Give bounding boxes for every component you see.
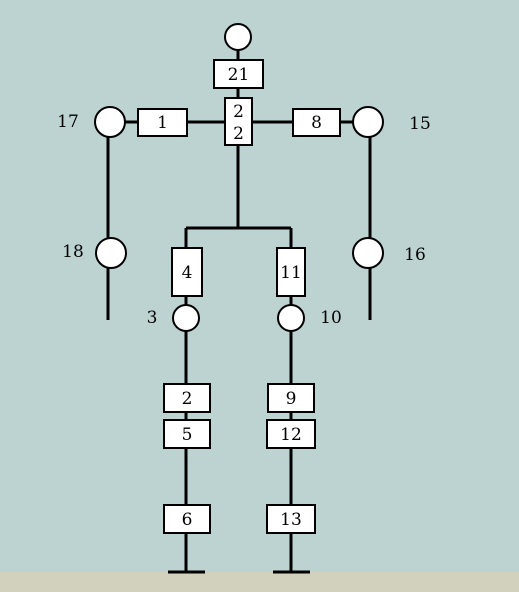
joint-label-17: 17 xyxy=(57,112,79,132)
segment-label-2: 2 xyxy=(182,389,193,409)
segment-label-6: 6 xyxy=(182,510,193,530)
segment-box-12 xyxy=(266,419,316,449)
segment-box-8 xyxy=(292,108,341,137)
joint-label-10: 10 xyxy=(320,308,342,328)
left-shoulder-joint xyxy=(94,106,126,138)
right-shoulder-joint xyxy=(352,106,384,138)
segment-label-22-bottom: 2 xyxy=(233,124,244,144)
joint-label-18: 18 xyxy=(62,242,84,262)
segment-box-6 xyxy=(163,504,211,534)
segment-label-12: 12 xyxy=(280,425,302,445)
joint-label-16: 16 xyxy=(404,245,426,265)
segment-box-1 xyxy=(137,108,188,137)
joint-label-15: 15 xyxy=(409,114,431,134)
segment-box-5 xyxy=(163,419,211,449)
segment-box-9 xyxy=(267,383,315,413)
segment-box-13 xyxy=(266,504,316,534)
right-elbow-joint xyxy=(352,237,384,269)
segment-box-11 xyxy=(276,247,306,297)
segment-label-13: 13 xyxy=(280,510,302,530)
segment-label-9: 9 xyxy=(286,389,297,409)
joint-label-3: 3 xyxy=(147,308,158,328)
segment-label-22-top: 2 xyxy=(233,102,244,122)
head-joint xyxy=(224,23,252,51)
segment-label-8: 8 xyxy=(311,113,322,133)
right-knee-joint xyxy=(277,304,305,332)
segment-box-22 xyxy=(224,97,253,146)
segment-label-4: 4 xyxy=(182,263,193,283)
segment-box-4 xyxy=(171,247,203,297)
left-elbow-joint xyxy=(95,237,127,269)
segment-label-1: 1 xyxy=(157,113,168,133)
left-knee-joint xyxy=(172,304,200,332)
segment-label-5: 5 xyxy=(182,425,193,445)
segment-box-2 xyxy=(163,383,211,413)
ground-strip xyxy=(0,572,519,592)
segment-label-21: 21 xyxy=(228,65,250,85)
segment-box-21 xyxy=(213,59,264,89)
segment-label-11: 11 xyxy=(280,263,302,283)
